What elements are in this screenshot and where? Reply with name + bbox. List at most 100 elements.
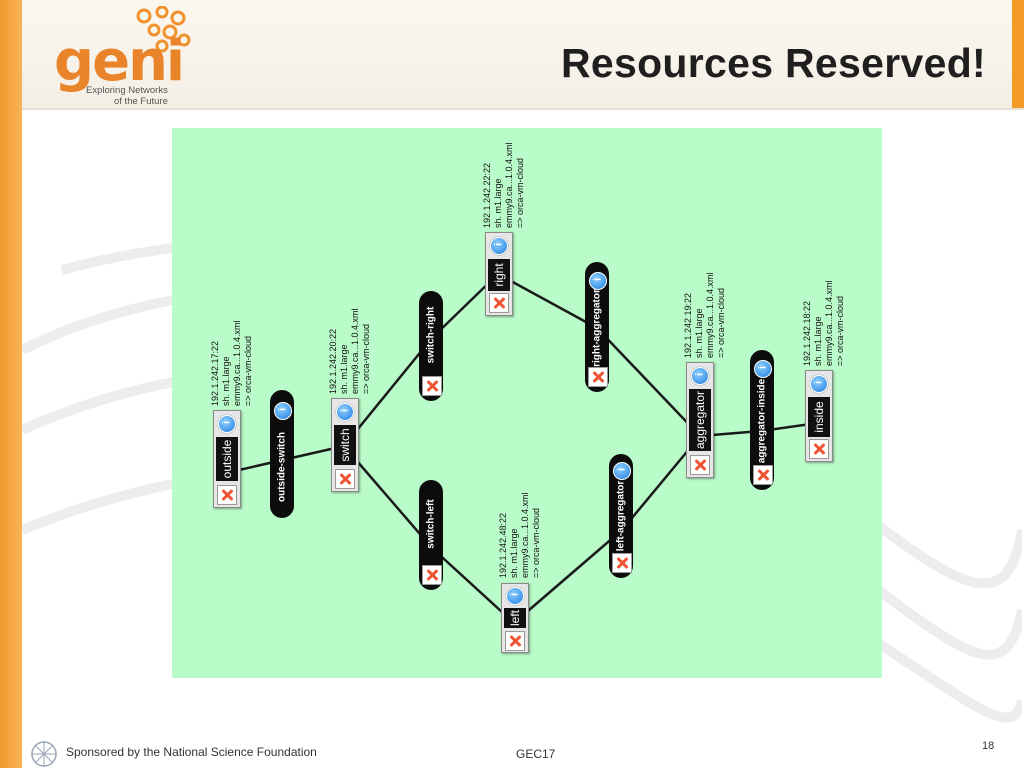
node-inside-cloud: => orca-vm-cloud	[835, 295, 845, 366]
node-outside-label: outside	[220, 439, 234, 479]
link-right-aggregator-label: right-aggregator	[591, 289, 603, 367]
node-right-label-box: right	[488, 259, 510, 291]
node-inside-image: emmy9.ca...1.0.4.xml	[824, 280, 834, 366]
node-switch-ip: 192.1.242.20:22	[328, 328, 338, 394]
link-left-aggregator-label: left-aggregator	[615, 480, 627, 552]
node-switch[interactable]: switch	[331, 398, 359, 492]
node-aggregator-type: sh. m1.large	[694, 308, 704, 358]
link-outside-switch[interactable]: outside-switch	[270, 390, 294, 518]
node-right-details: 192.1.242.22:22 sh. m1.large emmy9.ca...…	[482, 142, 526, 228]
node-left-type: sh. m1.large	[509, 528, 519, 578]
delete-icon[interactable]	[612, 553, 632, 573]
link-right-aggregator-label-box: right-aggregator	[585, 289, 609, 367]
node-aggregator-cloud: => orca-vm-cloud	[716, 287, 726, 358]
node-switch-label-box: switch	[334, 425, 356, 465]
link-switch-right[interactable]: switch-right	[419, 291, 443, 401]
node-outside-ip: 192.1.242.17:22	[210, 340, 220, 406]
link-outside-switch-label: outside-switch	[276, 431, 288, 503]
node-right-image: emmy9.ca...1.0.4.xml	[504, 142, 514, 228]
logo-tagline-2: of the Future	[114, 96, 168, 107]
node-right-type: sh. m1.large	[493, 178, 503, 228]
info-icon[interactable]	[589, 272, 607, 290]
node-left-label-box: left	[504, 608, 526, 628]
delete-icon[interactable]	[335, 469, 355, 489]
node-switch-type: sh. m1.large	[339, 344, 349, 394]
node-inside-ip: 192.1.242.18:22	[802, 300, 812, 366]
info-icon[interactable]	[506, 587, 524, 605]
node-inside-label-box: inside	[808, 397, 830, 437]
info-icon[interactable]	[218, 415, 236, 433]
link-switch-right-label-box: switch-right	[419, 297, 443, 373]
delete-icon[interactable]	[753, 465, 773, 485]
footer-band	[22, 736, 1024, 768]
node-inside[interactable]: inside	[805, 370, 833, 462]
info-icon[interactable]	[810, 375, 828, 393]
link-aggregator-inside-label-box: aggregator-inside	[750, 378, 774, 464]
nsf-logo-icon	[31, 741, 57, 767]
info-icon[interactable]	[754, 360, 772, 378]
link-left-aggregator-label-box: left-aggregator	[609, 480, 633, 552]
node-right-label: right	[492, 263, 506, 287]
node-aggregator-ip: 192.1.242.19:22	[683, 292, 693, 358]
link-aggregator-inside-label: aggregator-inside	[756, 378, 768, 464]
node-switch-label: switch	[338, 428, 352, 462]
delete-icon[interactable]	[690, 455, 710, 475]
delete-icon[interactable]	[588, 367, 608, 387]
delete-icon[interactable]	[505, 631, 525, 651]
info-icon[interactable]	[490, 237, 508, 255]
node-outside-image: emmy9.ca...1.0.4.xml	[232, 320, 242, 406]
right-accent-bar	[1012, 0, 1024, 108]
node-inside-label: inside	[812, 401, 826, 433]
node-switch-image: emmy9.ca...1.0.4.xml	[350, 308, 360, 394]
geni-logo: geni Exploring Networks of the Future	[54, 6, 204, 107]
node-outside-type: sh. m1.large	[221, 356, 231, 406]
topology-canvas[interactable]: outside 192.1.242.17:22 sh. m1.large emm…	[172, 128, 882, 678]
header-band	[22, 0, 1024, 110]
footer-event: GEC17	[516, 747, 556, 761]
node-right-cloud: => orca-vm-cloud	[515, 157, 525, 228]
node-aggregator-details: 192.1.242.19:22 sh. m1.large emmy9.ca...…	[683, 272, 727, 358]
node-inside-details: 192.1.242.18:22 sh. m1.large emmy9.ca...…	[802, 280, 846, 366]
delete-icon[interactable]	[809, 439, 829, 459]
node-left[interactable]: left	[501, 583, 529, 653]
node-right[interactable]: right	[485, 232, 513, 316]
node-left-cloud: => orca-vm-cloud	[531, 507, 541, 578]
link-right-aggregator[interactable]: right-aggregator	[585, 262, 609, 392]
node-outside-label-box: outside	[216, 437, 238, 481]
node-switch-details: 192.1.242.20:22 sh. m1.large emmy9.ca...…	[328, 308, 372, 394]
link-switch-right-label: switch-right	[425, 306, 437, 364]
info-icon[interactable]	[336, 403, 354, 421]
footer-sponsor: Sponsored by the National Science Founda…	[66, 745, 317, 759]
slide-title: Resources Reserved!	[560, 40, 986, 86]
link-aggregator-inside[interactable]: aggregator-inside	[750, 350, 774, 490]
node-right-ip: 192.1.242.22:22	[482, 162, 492, 228]
node-aggregator[interactable]: aggregator	[686, 362, 714, 478]
node-outside[interactable]: outside	[213, 410, 241, 508]
link-switch-left-label-box: switch-left	[419, 486, 443, 562]
node-outside-cloud: => orca-vm-cloud	[243, 335, 253, 406]
node-outside-details: 192.1.242.17:22 sh. m1.large emmy9.ca...…	[210, 320, 254, 406]
delete-icon[interactable]	[217, 485, 237, 505]
node-aggregator-image: emmy9.ca...1.0.4.xml	[705, 272, 715, 358]
delete-icon[interactable]	[422, 376, 442, 396]
node-switch-cloud: => orca-vm-cloud	[361, 323, 371, 394]
info-icon[interactable]	[274, 402, 292, 420]
node-left-image: emmy9.ca...1.0.4.xml	[520, 492, 530, 578]
node-left-details: 192.1.242.48:22 sh. m1.large emmy9.ca...…	[498, 492, 542, 578]
logo-dots-icon	[136, 6, 191, 53]
delete-icon[interactable]	[422, 565, 442, 585]
node-aggregator-label-box: aggregator	[689, 389, 711, 451]
delete-icon[interactable]	[489, 293, 509, 313]
info-icon[interactable]	[613, 462, 631, 480]
node-left-label: left	[508, 609, 522, 627]
node-left-ip: 192.1.242.48:22	[498, 512, 508, 578]
logo-word: geni	[54, 29, 185, 94]
left-accent-bar	[0, 0, 22, 768]
node-aggregator-label: aggregator	[693, 390, 707, 450]
info-icon[interactable]	[691, 367, 709, 385]
link-outside-switch-label-box: outside-switch	[270, 422, 294, 512]
link-switch-left[interactable]: switch-left	[419, 480, 443, 590]
link-left-aggregator[interactable]: left-aggregator	[609, 454, 633, 578]
link-switch-left-label: switch-left	[425, 499, 437, 549]
